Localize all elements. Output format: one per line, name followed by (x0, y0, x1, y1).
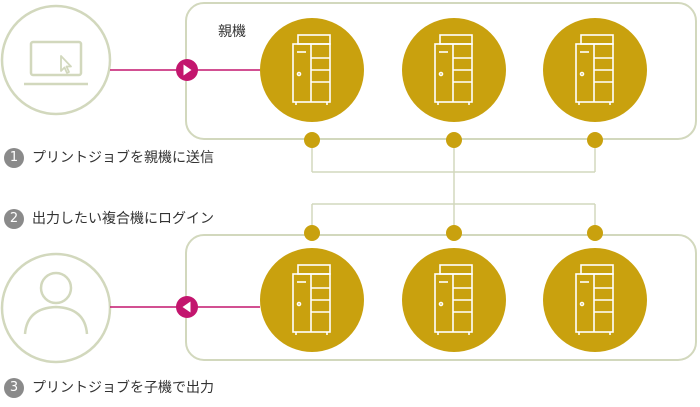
network-connector (311, 140, 596, 233)
user-icon (0, 252, 112, 364)
network-node (304, 225, 320, 241)
printer-icon (401, 247, 507, 353)
step-text: 出力したい複合機にログイン (32, 211, 214, 227)
laptop-icon (0, 4, 112, 116)
step-text: プリントジョブを親機に送信 (32, 150, 214, 166)
network-node (304, 132, 320, 148)
network-node (587, 225, 603, 241)
printer-icon (401, 17, 507, 123)
parent-label: 親機 (218, 24, 246, 40)
network-node (587, 132, 603, 148)
step-2: 2 出力したい複合機にログイン (4, 209, 214, 229)
step-number: 3 (4, 378, 24, 398)
parent-printer-icon (259, 17, 365, 123)
play-right-icon (176, 59, 198, 81)
network-node (446, 225, 462, 241)
step-number: 1 (4, 148, 24, 168)
printer-icon (542, 17, 648, 123)
step-1: 1 プリントジョブを親機に送信 (4, 148, 214, 168)
play-left-icon (176, 296, 198, 318)
printer-icon (542, 247, 648, 353)
child-printer-icon (259, 247, 365, 353)
step-text: プリントジョブを子機で出力 (32, 380, 214, 396)
step-3: 3 プリントジョブを子機で出力 (4, 378, 214, 398)
network-node (446, 132, 462, 148)
step-number: 2 (4, 209, 24, 229)
network-nodes (304, 132, 603, 241)
